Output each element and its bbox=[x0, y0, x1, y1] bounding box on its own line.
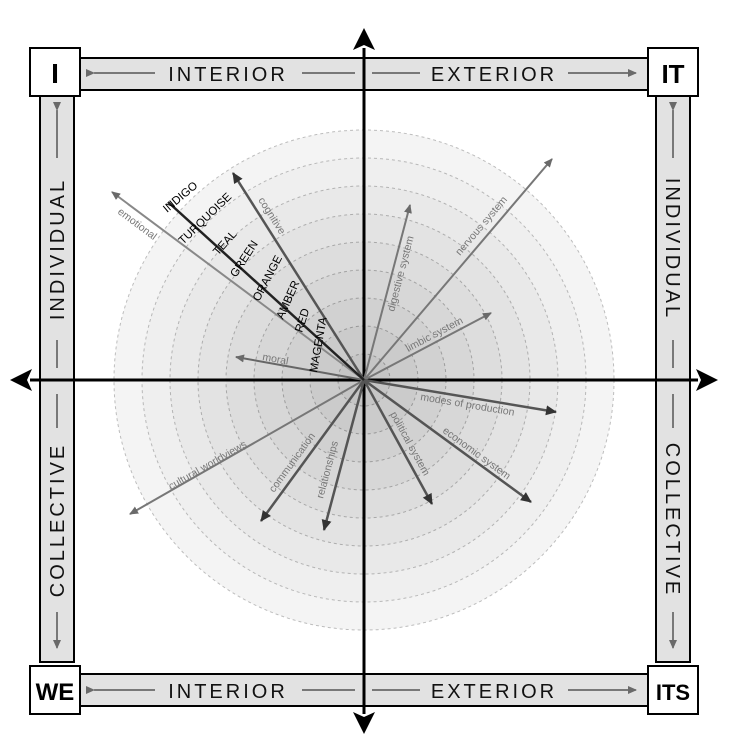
label-moral: moral bbox=[261, 351, 289, 367]
economic-system-arrow bbox=[363, 378, 532, 504]
bottom-left-bar-label: INTERIOR bbox=[168, 681, 288, 703]
relationships-arrow bbox=[321, 379, 366, 531]
development-lines bbox=[111, 158, 557, 531]
political-system-arrow bbox=[362, 379, 434, 505]
cognitive-arrow bbox=[231, 172, 366, 381]
corner-boxes: I IT WE ITS bbox=[29, 47, 699, 715]
cultural-worldviews-arrow bbox=[129, 379, 365, 515]
emotional-arrow bbox=[111, 191, 365, 381]
moral-arrow bbox=[235, 354, 365, 381]
corner-label-it: IT bbox=[661, 59, 684, 89]
nervous-system-arrow bbox=[363, 158, 553, 381]
bottom-right-bar-label: EXTERIOR bbox=[431, 681, 557, 703]
stages-line bbox=[167, 201, 365, 381]
corner-label-its: ITS bbox=[656, 680, 690, 705]
right-bottom-bar-label: COLLECTIVE bbox=[661, 443, 683, 597]
top-right-bar-label: EXTERIOR bbox=[431, 64, 557, 86]
communication-arrow bbox=[259, 379, 366, 522]
corner-label-we: WE bbox=[36, 679, 75, 706]
right-top-bar-label: INDIVIDUAL bbox=[661, 178, 683, 320]
digestive-system-arrow bbox=[363, 204, 412, 381]
limbic-system-arrow bbox=[363, 312, 492, 381]
top-left-bar-label: INTERIOR bbox=[168, 64, 288, 86]
modes-of-production-arrow bbox=[363, 378, 557, 416]
corner-label-i: I bbox=[51, 58, 59, 89]
left-bottom-bar-label: COLLECTIVE bbox=[47, 443, 69, 597]
left-top-bar-label: INDIVIDUAL bbox=[47, 178, 69, 320]
